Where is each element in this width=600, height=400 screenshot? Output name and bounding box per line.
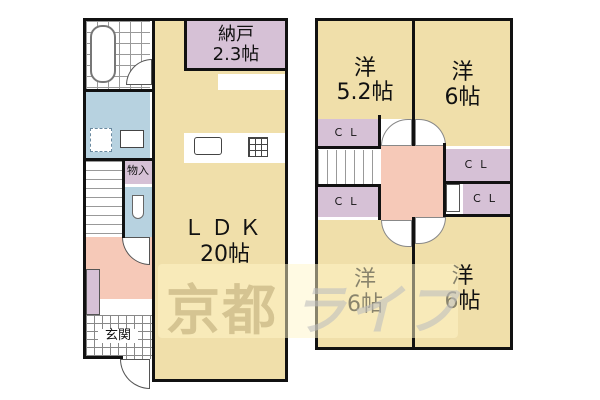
closet-c-label: ＣＬ bbox=[333, 195, 363, 208]
bath-door-swing bbox=[126, 59, 152, 85]
storage-room: 納戸 2.3帖 bbox=[184, 21, 285, 71]
washing-machine-icon bbox=[90, 128, 112, 152]
toilet-icon bbox=[132, 195, 144, 219]
utility-niche bbox=[446, 184, 460, 212]
toilet bbox=[124, 187, 152, 237]
storage-room-name: 納戸 bbox=[218, 24, 254, 45]
hallway-2f bbox=[381, 146, 443, 220]
stove-icon bbox=[248, 137, 268, 157]
small-closet: 物入 bbox=[124, 160, 152, 184]
shoe-cabinet bbox=[86, 269, 100, 315]
kitchen-counter bbox=[184, 133, 285, 163]
washroom bbox=[86, 92, 150, 158]
room-b-name: 洋 bbox=[451, 60, 474, 85]
room-a-name: 洋 bbox=[353, 56, 376, 81]
kitchen-sink-icon bbox=[194, 137, 222, 155]
bathroom bbox=[86, 21, 152, 89]
closet-b: ＣＬ bbox=[446, 149, 510, 181]
small-closet-label: 物入 bbox=[127, 164, 149, 177]
staircase-1f bbox=[86, 161, 124, 237]
closet-c: ＣＬ bbox=[318, 187, 378, 217]
ldk-notch bbox=[218, 74, 285, 90]
toilet-door-swing bbox=[122, 237, 150, 265]
door-swing-a bbox=[381, 119, 412, 146]
room-b-size: 6帖 bbox=[444, 85, 481, 110]
watermark-sub: ライフ bbox=[292, 279, 460, 342]
watermark-box bbox=[158, 264, 458, 338]
front-door-swing bbox=[120, 359, 150, 389]
closet-a-label: ＣＬ bbox=[333, 126, 363, 139]
entrance-label: 玄関 bbox=[98, 329, 138, 343]
storage-room-size: 2.3帖 bbox=[212, 44, 260, 65]
western-room-5-2: 洋 5.2帖 bbox=[318, 21, 412, 119]
ldk-name: ＬＤＫ bbox=[182, 216, 267, 241]
closet-b-label: ＣＬ bbox=[463, 158, 493, 171]
closet-a: ＣＬ bbox=[318, 119, 378, 147]
entrance: 玄関 bbox=[86, 315, 152, 359]
ldk-size: 20帖 bbox=[200, 242, 250, 267]
watermark-main: 京都 bbox=[166, 279, 278, 342]
room-a-size: 5.2帖 bbox=[336, 80, 394, 105]
bathtub-icon bbox=[90, 25, 116, 83]
staircase-2f bbox=[318, 150, 378, 184]
sink-icon bbox=[120, 130, 144, 148]
closet-d-label: ＣＬ bbox=[471, 192, 502, 205]
closet-d: ＣＬ bbox=[463, 184, 510, 214]
